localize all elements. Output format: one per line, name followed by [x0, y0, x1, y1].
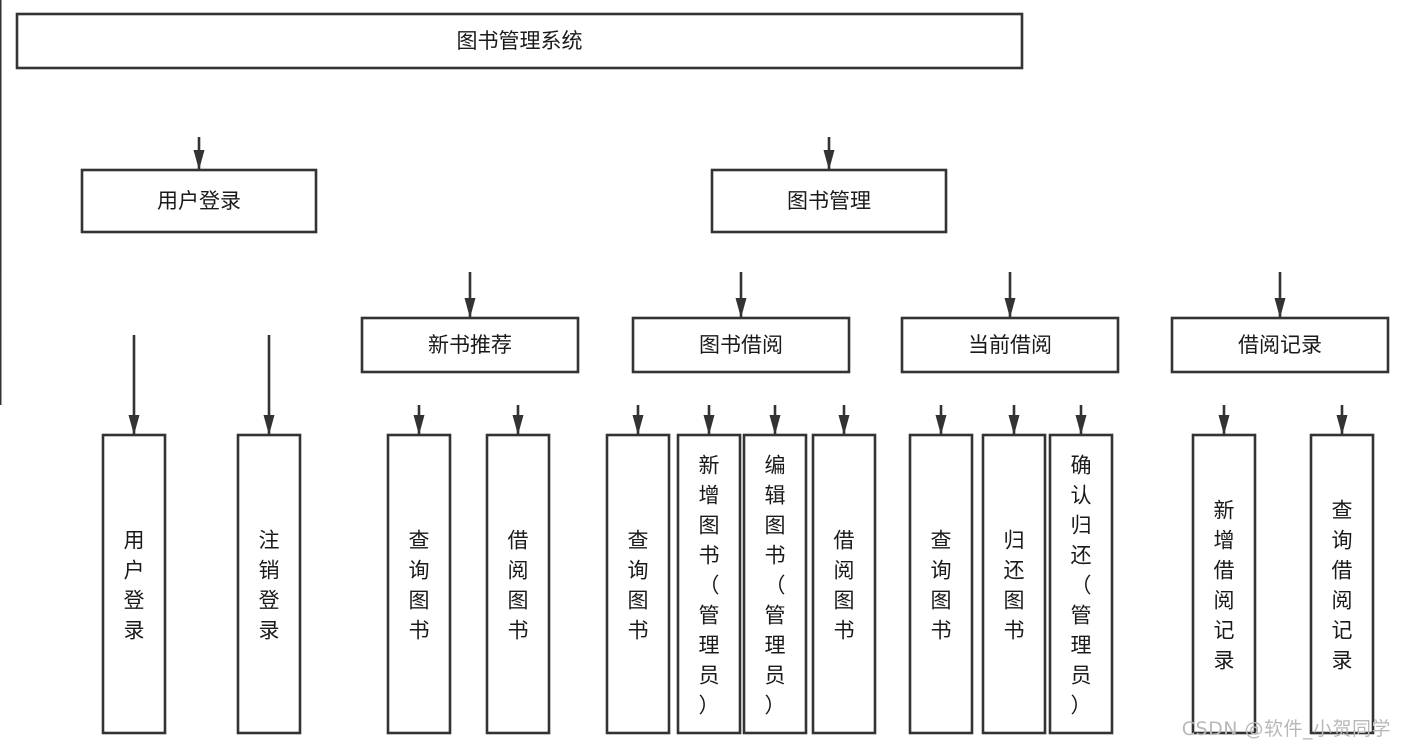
arrow-head	[413, 415, 425, 435]
node-label: 图书借阅	[699, 333, 783, 357]
node-box[interactable]	[236, 433, 302, 735]
node-leaf-logout-login[interactable]: 注销登录	[236, 433, 302, 735]
arrow-head	[128, 415, 140, 435]
node-layer: 图书管理系统用户登录图书管理新书推荐图书借阅当前借阅借阅记录用户登录注销登录查询…	[15, 12, 1390, 735]
node-box[interactable]	[676, 433, 742, 735]
node-box[interactable]	[386, 433, 452, 735]
node-label: 新书推荐	[428, 333, 512, 357]
node-leaf-return-book[interactable]: 归还图书	[981, 433, 1047, 735]
node-label: 新增图书（管理员）	[699, 453, 720, 717]
node-book-borrow[interactable]: 图书借阅	[631, 316, 851, 374]
node-box[interactable]	[908, 433, 974, 735]
node-leaf-borrow-book[interactable]: 借阅图书	[811, 433, 877, 735]
arrow-head	[735, 298, 747, 318]
node-box[interactable]	[101, 433, 167, 735]
arrow-head	[823, 150, 835, 170]
node-label: 借阅图书	[508, 528, 529, 642]
arrow-head	[1075, 415, 1087, 435]
node-box[interactable]	[811, 433, 877, 735]
node-label: 图书管理	[787, 189, 871, 213]
arrow-head	[1008, 415, 1020, 435]
node-book-management[interactable]: 图书管理	[710, 168, 948, 234]
node-leaf-query-borrow-record[interactable]: 查询借阅记录	[1309, 433, 1375, 735]
node-leaf-query-books-current[interactable]: 查询图书	[908, 433, 974, 735]
node-box[interactable]	[485, 433, 551, 735]
node-label: 确认归还（管理员）	[1071, 453, 1092, 717]
node-label: 图书管理系统	[457, 29, 583, 53]
node-leaf-confirm-return-admin[interactable]: 确认归还（管理员）	[1048, 433, 1114, 735]
node-label: 借阅记录	[1238, 333, 1322, 357]
node-current-borrow[interactable]: 当前借阅	[900, 316, 1120, 374]
arrow-head	[769, 415, 781, 435]
node-label: 用户登录	[124, 528, 145, 642]
node-box[interactable]	[80, 168, 318, 234]
arrow-head	[838, 415, 850, 435]
arrow-head	[1274, 298, 1286, 318]
node-user-login[interactable]: 用户登录	[80, 168, 318, 234]
node-label: 借阅图书	[834, 528, 855, 642]
node-label: 注销登录	[259, 528, 280, 642]
node-leaf-query-books-borrow[interactable]: 查询图书	[605, 433, 671, 735]
connector-layer	[0, 0, 1348, 435]
node-label: 查询图书	[628, 528, 649, 642]
node-label: 编辑图书（管理员）	[765, 453, 786, 717]
node-leaf-user-login[interactable]: 用户登录	[101, 433, 167, 735]
arrow-head	[1004, 298, 1016, 318]
arrow-head	[935, 415, 947, 435]
arrow-head	[1218, 415, 1230, 435]
arrow-head	[1336, 415, 1348, 435]
node-leaf-borrow-books-recommend[interactable]: 借阅图书	[485, 433, 551, 735]
node-box[interactable]	[360, 316, 580, 374]
node-label: 新增借阅记录	[1214, 498, 1235, 672]
node-box[interactable]	[1170, 316, 1390, 374]
node-box[interactable]	[900, 316, 1120, 374]
node-box[interactable]	[710, 168, 948, 234]
node-box[interactable]	[1048, 433, 1114, 735]
node-label: 查询借阅记录	[1332, 498, 1353, 672]
node-box[interactable]	[742, 433, 808, 735]
arrow-head	[263, 415, 275, 435]
node-label: 当前借阅	[968, 333, 1052, 357]
node-box[interactable]	[15, 12, 1024, 70]
node-label: 归还图书	[1004, 528, 1025, 642]
node-label: 查询图书	[931, 528, 952, 642]
arrow-head	[464, 298, 476, 318]
arrow-head	[632, 415, 644, 435]
node-leaf-add-borrow-record[interactable]: 新增借阅记录	[1191, 433, 1257, 735]
node-box[interactable]	[1191, 433, 1257, 735]
node-leaf-add-book-admin[interactable]: 新增图书（管理员）	[676, 433, 742, 735]
node-label: 用户登录	[157, 189, 241, 213]
arrow-head	[193, 150, 205, 170]
arrow-head	[512, 415, 524, 435]
node-leaf-edit-book-admin[interactable]: 编辑图书（管理员）	[742, 433, 808, 735]
node-borrow-records[interactable]: 借阅记录	[1170, 316, 1390, 374]
node-new-book-recommend[interactable]: 新书推荐	[360, 316, 580, 374]
node-box[interactable]	[631, 316, 851, 374]
node-leaf-query-books-recommend[interactable]: 查询图书	[386, 433, 452, 735]
node-label: 查询图书	[409, 528, 430, 642]
node-box[interactable]	[1309, 433, 1375, 735]
node-box[interactable]	[605, 433, 671, 735]
node-root[interactable]: 图书管理系统	[15, 12, 1024, 70]
arrow-head	[703, 415, 715, 435]
node-box[interactable]	[981, 433, 1047, 735]
